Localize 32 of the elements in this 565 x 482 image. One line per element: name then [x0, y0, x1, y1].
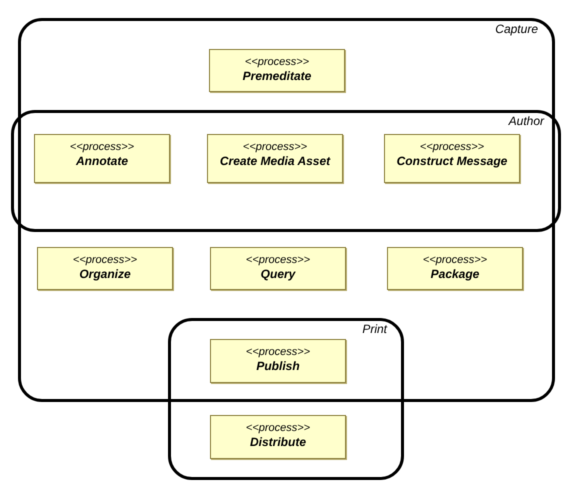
process-box [210, 415, 346, 459]
process-box [210, 247, 346, 290]
region-title: Capture [495, 22, 538, 36]
region-title: Print [362, 322, 387, 336]
process-name: Create Media Asset [218, 154, 332, 168]
region-title: Author [508, 114, 544, 128]
region-boundary [168, 318, 404, 480]
process-box [37, 247, 173, 290]
stereotype-label: <<process>> [244, 254, 312, 266]
stereotype-label: <<process>> [244, 56, 310, 68]
stereotype-label: <<process>> [244, 422, 312, 434]
stereotype-label: <<process>> [244, 346, 312, 358]
stereotype-label: <<process>> [422, 254, 488, 266]
process-box [384, 134, 520, 183]
stereotype-label: <<process>> [72, 254, 138, 266]
process-name: Organize [78, 267, 132, 281]
stereotype-label: <<process>> [418, 141, 486, 153]
stereotype-label: <<process>> [242, 141, 308, 153]
process-name: Annotate [74, 154, 129, 168]
stereotype-label: <<process>> [68, 141, 136, 153]
process-box [207, 134, 343, 183]
process-name: Publish [255, 359, 301, 373]
process-name: Query [260, 267, 297, 281]
process-box [209, 49, 345, 92]
process-name: Distribute [248, 435, 307, 449]
process-box [210, 339, 346, 383]
process-box [387, 247, 523, 290]
process-name: Package [430, 267, 480, 281]
region-boundary [18, 18, 555, 402]
process-box [34, 134, 170, 183]
process-name: Construct Message [396, 154, 508, 168]
process-name: Premeditate [242, 69, 312, 83]
